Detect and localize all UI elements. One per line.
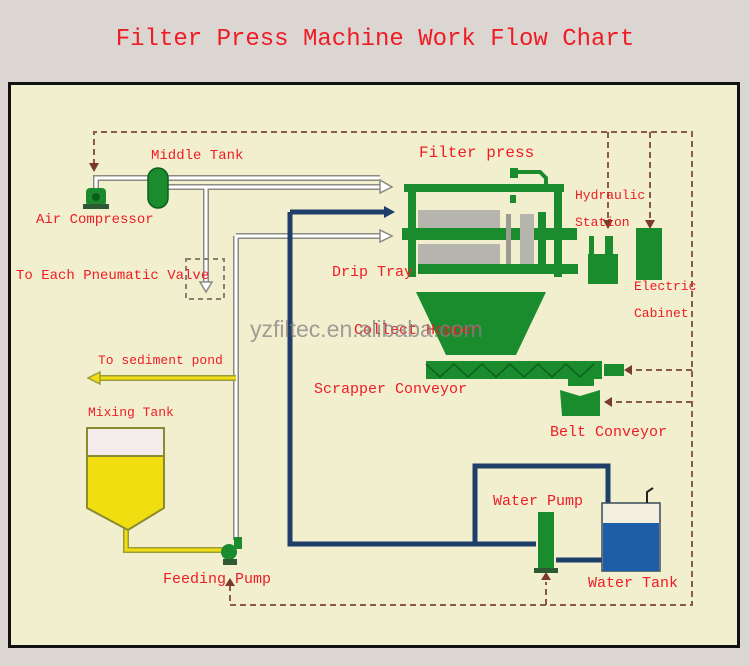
label-feeding-pump: Feeding Pump <box>163 571 272 588</box>
label-pneumatic-valve: To Each Pneumatic Valve <box>16 268 210 284</box>
arrow-to-feeding-pump <box>225 578 235 586</box>
arrow-feed-to-press <box>379 228 394 244</box>
feeding-pump <box>221 537 242 565</box>
middle-tank <box>147 167 169 209</box>
electric-cabinet <box>636 228 662 280</box>
chart-title: Filter Press Machine Work Flow Chart <box>115 26 635 53</box>
water-pump <box>534 512 558 573</box>
label-sediment-pond: To sediment pond <box>98 353 223 368</box>
label-collect-hopper: Collect Hopper <box>354 322 481 339</box>
label-mixing-tank: Mixing Tank <box>88 405 174 420</box>
arrow-to-hydraulic <box>603 220 613 229</box>
air-compressor <box>83 188 109 209</box>
arrow-to-sediment-pond <box>86 370 101 386</box>
control-lines <box>93 131 693 606</box>
label-scrapper-conveyor: Scrapper Conveyor <box>314 381 468 398</box>
pneumatic-valve-box <box>185 258 225 300</box>
label-drip-tray: Drip Tray <box>332 264 414 281</box>
label-water-pump: Water Pump <box>493 493 584 510</box>
arrow-to-scrapper <box>624 365 632 375</box>
label-station: Station <box>575 215 630 230</box>
hydraulic-station <box>588 236 618 284</box>
arrow-water-to-press <box>384 206 395 218</box>
label-hydraulic: Hydraulic <box>575 188 646 203</box>
arrow-to-belt <box>604 397 612 407</box>
scrapper-conveyor <box>425 361 624 386</box>
water-pipes <box>287 209 611 563</box>
label-air-compressor: Air Compressor <box>36 212 154 228</box>
belt-conveyor <box>560 390 600 416</box>
label-filter-press: Filter press <box>419 144 535 162</box>
filter-press <box>402 168 578 277</box>
water-tank <box>601 487 661 572</box>
label-electric: Electric <box>634 279 697 294</box>
watermark: yzfiltec.en.alibaba.com <box>250 316 483 342</box>
mixing-tank <box>86 427 165 532</box>
arrow-to-water-pump <box>541 572 551 580</box>
label-belt-conveyor: Belt Conveyor <box>550 424 668 441</box>
arrow-to-cabinet <box>645 220 655 229</box>
label-cabinet: Cabinet <box>634 306 689 321</box>
arrow-to-air-compressor <box>89 163 99 172</box>
arrow-to-pneumatic-valve <box>198 281 214 294</box>
label-middle-tank: Middle Tank <box>151 148 244 164</box>
collect-hopper <box>416 292 546 355</box>
arrow-air-to-press <box>379 178 394 195</box>
label-water-tank: Water Tank <box>588 575 679 592</box>
